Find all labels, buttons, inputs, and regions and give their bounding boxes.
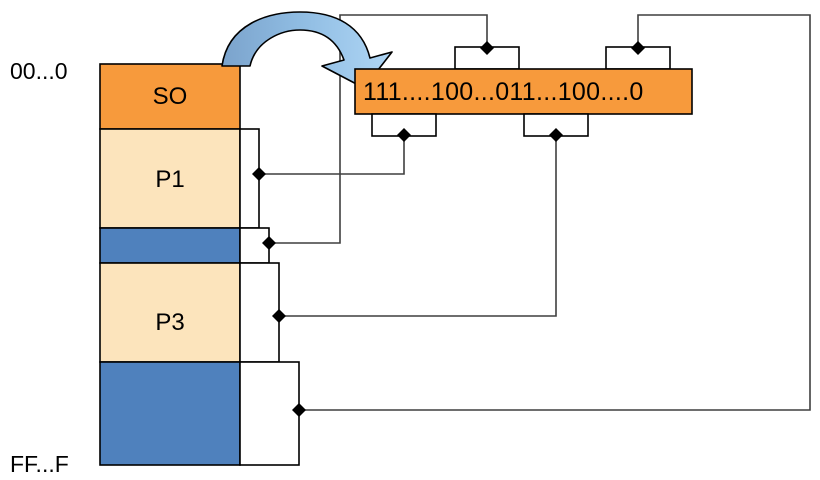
curved-arrow-body xyxy=(221,11,393,89)
connector-diamonds xyxy=(252,41,645,417)
block-so[interactable] xyxy=(99,63,241,130)
block-so-label: SO xyxy=(153,83,188,110)
diamond-p1 xyxy=(252,167,266,181)
diamond-p3 xyxy=(272,309,286,323)
address-label-bottom: FF...F xyxy=(10,451,69,477)
bracket-free-2 xyxy=(239,361,300,466)
block-free-1[interactable] xyxy=(99,227,241,264)
memory-column: SO P1 P3 xyxy=(99,63,241,466)
block-p3-label: P3 xyxy=(155,309,184,336)
diamond-bitmap-top-2 xyxy=(631,41,645,55)
connector-free-1-path xyxy=(269,14,488,244)
bracket-p1 xyxy=(239,128,260,229)
diamond-free-2 xyxy=(292,403,306,417)
block-p1-label: P1 xyxy=(155,166,184,193)
bracket-p3 xyxy=(239,262,280,363)
bitmap-bottom-brackets xyxy=(371,113,589,137)
curved-arrow xyxy=(221,11,393,89)
connector-free-2-path xyxy=(299,14,811,411)
diamond-bitmap-bottom-2 xyxy=(549,128,563,142)
connector-p3-path xyxy=(279,114,557,317)
bitmap-bar-label: 111....100...011...100....0 xyxy=(363,78,644,106)
memory-side-brackets xyxy=(239,128,300,466)
diamond-bitmap-bottom-1 xyxy=(397,128,411,142)
block-free-2[interactable] xyxy=(99,361,241,466)
diamond-free-1 xyxy=(262,236,276,250)
address-label-top: 00...0 xyxy=(10,58,68,84)
diamond-bitmap-top-1 xyxy=(480,41,494,55)
bitmap-bar-group: 111....100...011...100....0 xyxy=(354,68,693,115)
block-p3[interactable] xyxy=(99,262,241,363)
